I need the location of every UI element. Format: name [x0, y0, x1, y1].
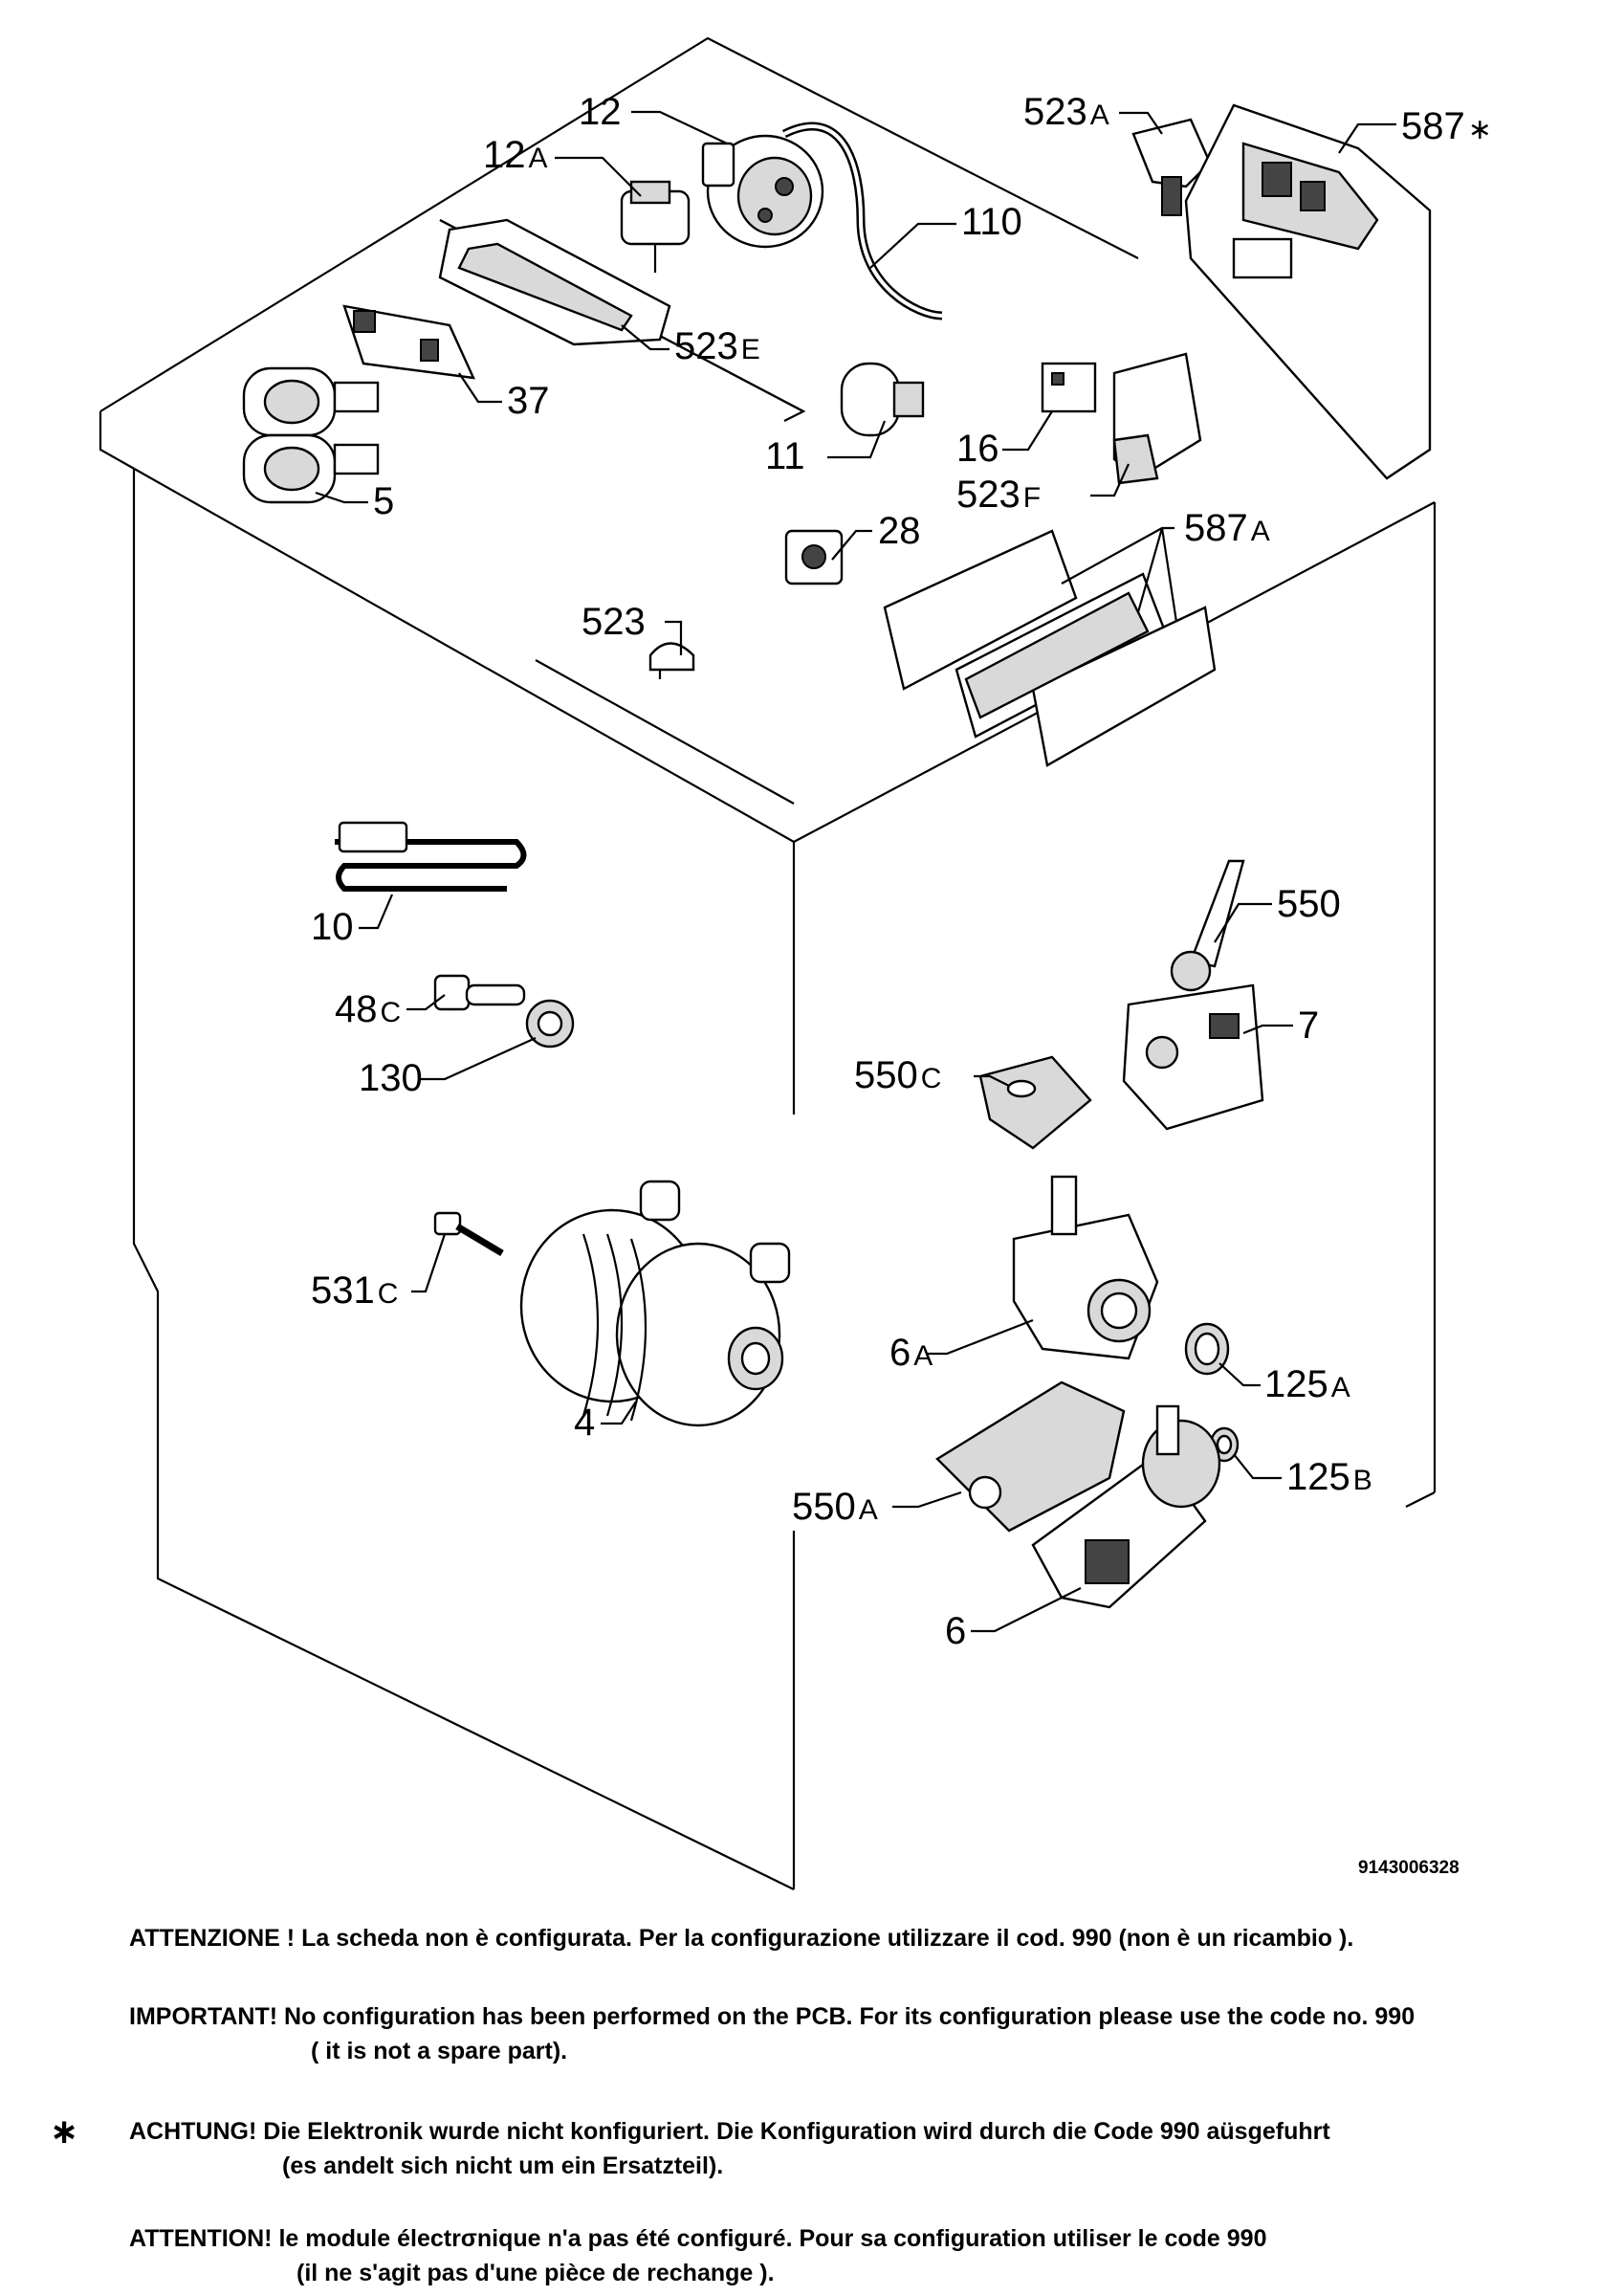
solenoid-valve-part-5 [242, 366, 380, 504]
screw-part-531c [433, 1211, 504, 1257]
callout-28: 28 [878, 510, 921, 552]
pump-housing-part-6a [1012, 1175, 1159, 1360]
note-italian-text: ATTENZIONE ! La scheda non è configurata… [129, 1925, 1354, 1952]
callout-6: 6 [945, 1610, 966, 1652]
cover-part-550a [935, 1380, 1126, 1533]
electronic-board-part-587-star [1184, 103, 1432, 480]
note-english: IMPORTANT! No configuration has been per… [129, 1999, 1415, 2068]
drain-pump-part-6 [1031, 1404, 1221, 1609]
bracket-part-523e [438, 218, 671, 346]
note-french-line-1: ATTENTION! le module électrσnique n'a pa… [129, 2225, 1267, 2252]
note-english-line-2: ( it is not a spare part). [311, 2038, 568, 2064]
heating-element-part-10 [335, 821, 527, 892]
switch-part-16 [1041, 362, 1097, 413]
seal-part-125a [1184, 1322, 1230, 1376]
note-german-line-1: ACHTUNG! Die Elektronik wurde nicht konf… [129, 2118, 1330, 2145]
sensor-part-48c [433, 974, 526, 1011]
callout-7: 7 [1298, 1004, 1319, 1047]
callout-110: 110 [961, 201, 1022, 243]
callout-4: 4 [574, 1402, 595, 1444]
clip-part-523 [648, 642, 695, 679]
note-french-line-2: (il ne s'agit pas d'une pièce de rechang… [296, 2260, 775, 2286]
cover-part-550c [978, 1055, 1092, 1150]
note-german-line-2: (es andelt sich nicht um ein Ersatzteil)… [282, 2152, 724, 2179]
lamp-part-523a [1131, 118, 1212, 216]
note-german: ACHTUNG! Die Elektronik wurde nicht konf… [129, 2114, 1330, 2183]
note-italian: ATTENZIONE ! La scheda non è configurata… [129, 1921, 1353, 1955]
connector-part-37 [342, 304, 475, 380]
note-french: ATTENTION! le module électrσnique n'a pa… [129, 2221, 1266, 2290]
callout-587star: 587∗ [1401, 105, 1492, 147]
asterisk-marker: ∗ [50, 2112, 79, 2152]
callout-11: 11 [765, 435, 805, 477]
motor-control-part-7 [1122, 983, 1264, 1131]
callout-37: 37 [507, 380, 550, 422]
configuration-notes: ATTENZIONE ! La scheda non è configurata… [0, 1913, 1624, 2296]
pressure-switch-part-12 [701, 134, 824, 249]
control-boards-part-587a [883, 529, 1217, 767]
gasket-part-28 [784, 529, 844, 585]
note-english-line-1: IMPORTANT! No configuration has been per… [129, 2003, 1416, 2030]
callout-5: 5 [373, 480, 394, 522]
callout-16: 16 [956, 428, 999, 470]
callout-130: 130 [359, 1057, 423, 1099]
drawing-code: 9143006328 [1358, 1858, 1459, 1878]
capacitor-part-11 [840, 362, 925, 437]
motor-part-4 [519, 1180, 791, 1427]
pressure-switch-part-12a [620, 180, 691, 273]
callout-12: 12 [579, 91, 622, 133]
nut-part-130 [525, 999, 575, 1049]
door-lock-part-523f [1112, 352, 1202, 485]
lever-part-550 [1170, 859, 1245, 992]
callout-10: 10 [311, 906, 354, 948]
leader-lines [315, 110, 1396, 1633]
callout-523: 523 [582, 601, 646, 643]
cabinet-outline [99, 36, 1437, 1890]
callout-550: 550 [1277, 883, 1341, 925]
